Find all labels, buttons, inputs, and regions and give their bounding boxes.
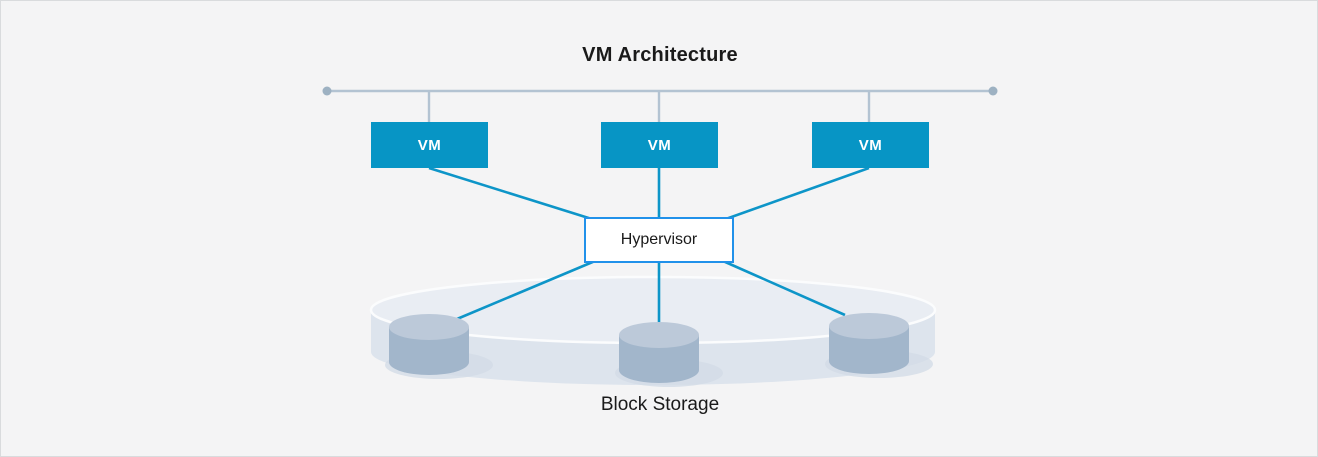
hypervisor-to-disk-lines: [456, 259, 846, 325]
hypervisor-node: Hypervisor: [584, 217, 734, 263]
vm-node-3: VM: [812, 122, 929, 168]
hypervisor-node-label: Hypervisor: [620, 231, 698, 248]
block-storage-label: Block Storage: [600, 394, 720, 415]
bus-endpoint-dot-left: [322, 86, 332, 96]
bus-endpoint-dot-right: [988, 86, 998, 96]
disk-cylinder-2: [619, 322, 699, 383]
bus-to-vm-connectors: [427, 91, 871, 123]
vm-to-hypervisor-lines: [428, 166, 870, 222]
vm-node-2: VM: [601, 122, 718, 168]
vm-node-1: VM: [371, 122, 488, 168]
vm-node-1-label: VM: [417, 136, 442, 154]
diagram-title: VM Architecture: [582, 44, 738, 66]
vm-node-3-label: VM: [858, 136, 883, 154]
disk-cylinder-1: [389, 314, 469, 375]
vm-node-2-label: VM: [647, 136, 672, 154]
disk-cylinder-3: [829, 313, 909, 374]
